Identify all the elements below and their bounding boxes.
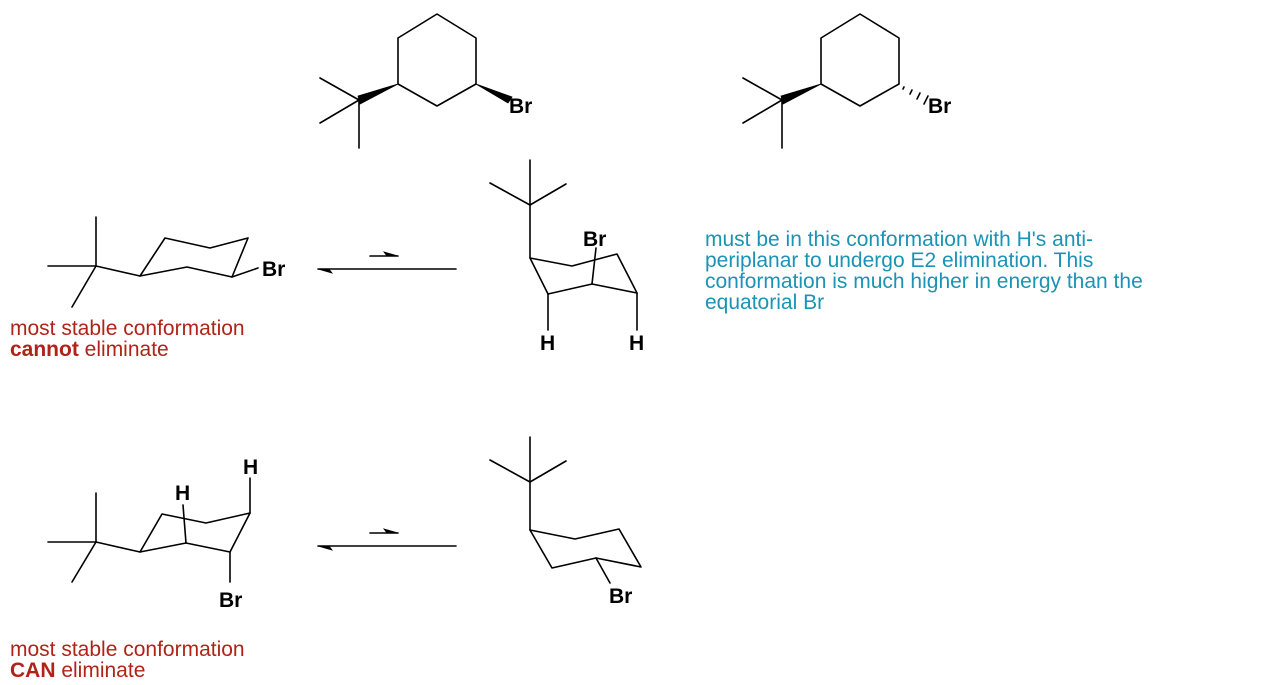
trans-isomer-structure: Br xyxy=(742,13,951,149)
equilibrium-arrows-bottom xyxy=(317,528,457,551)
hydrogen-label: H xyxy=(243,456,258,479)
chair-equatorial-br: Br xyxy=(47,216,285,308)
bromine-label: Br xyxy=(583,228,606,251)
chair-axial-br: Br H H xyxy=(489,159,644,355)
chair-bottom-right: Br xyxy=(489,436,642,608)
equilibrium-arrows-top xyxy=(317,251,457,274)
br-wedge-bond xyxy=(475,83,513,104)
hydrogen-label: H xyxy=(629,332,644,355)
tbu-wedge-bond xyxy=(357,83,399,105)
hydrogen-label: H xyxy=(175,482,190,505)
bromine-label: Br xyxy=(609,585,632,608)
bromine-label: Br xyxy=(262,258,285,281)
stable-conformation-note-top: most stable conformation cannot eliminat… xyxy=(10,317,245,361)
bromine-label: Br xyxy=(219,589,242,612)
stable-conformation-note-bottom: most stable conformation CAN eliminate xyxy=(10,638,245,682)
tbu-wedge-bond xyxy=(780,83,822,105)
chair-bottom-left: H H Br xyxy=(47,456,258,612)
bromine-label: Br xyxy=(928,95,951,118)
cis-isomer-structure: Br xyxy=(319,13,532,149)
bromine-label: Br xyxy=(509,95,532,118)
hydrogen-label: H xyxy=(540,332,555,355)
conformation-explanation-note: must be in this conformation with H's an… xyxy=(705,228,1143,314)
br-hash-bond xyxy=(902,86,929,105)
